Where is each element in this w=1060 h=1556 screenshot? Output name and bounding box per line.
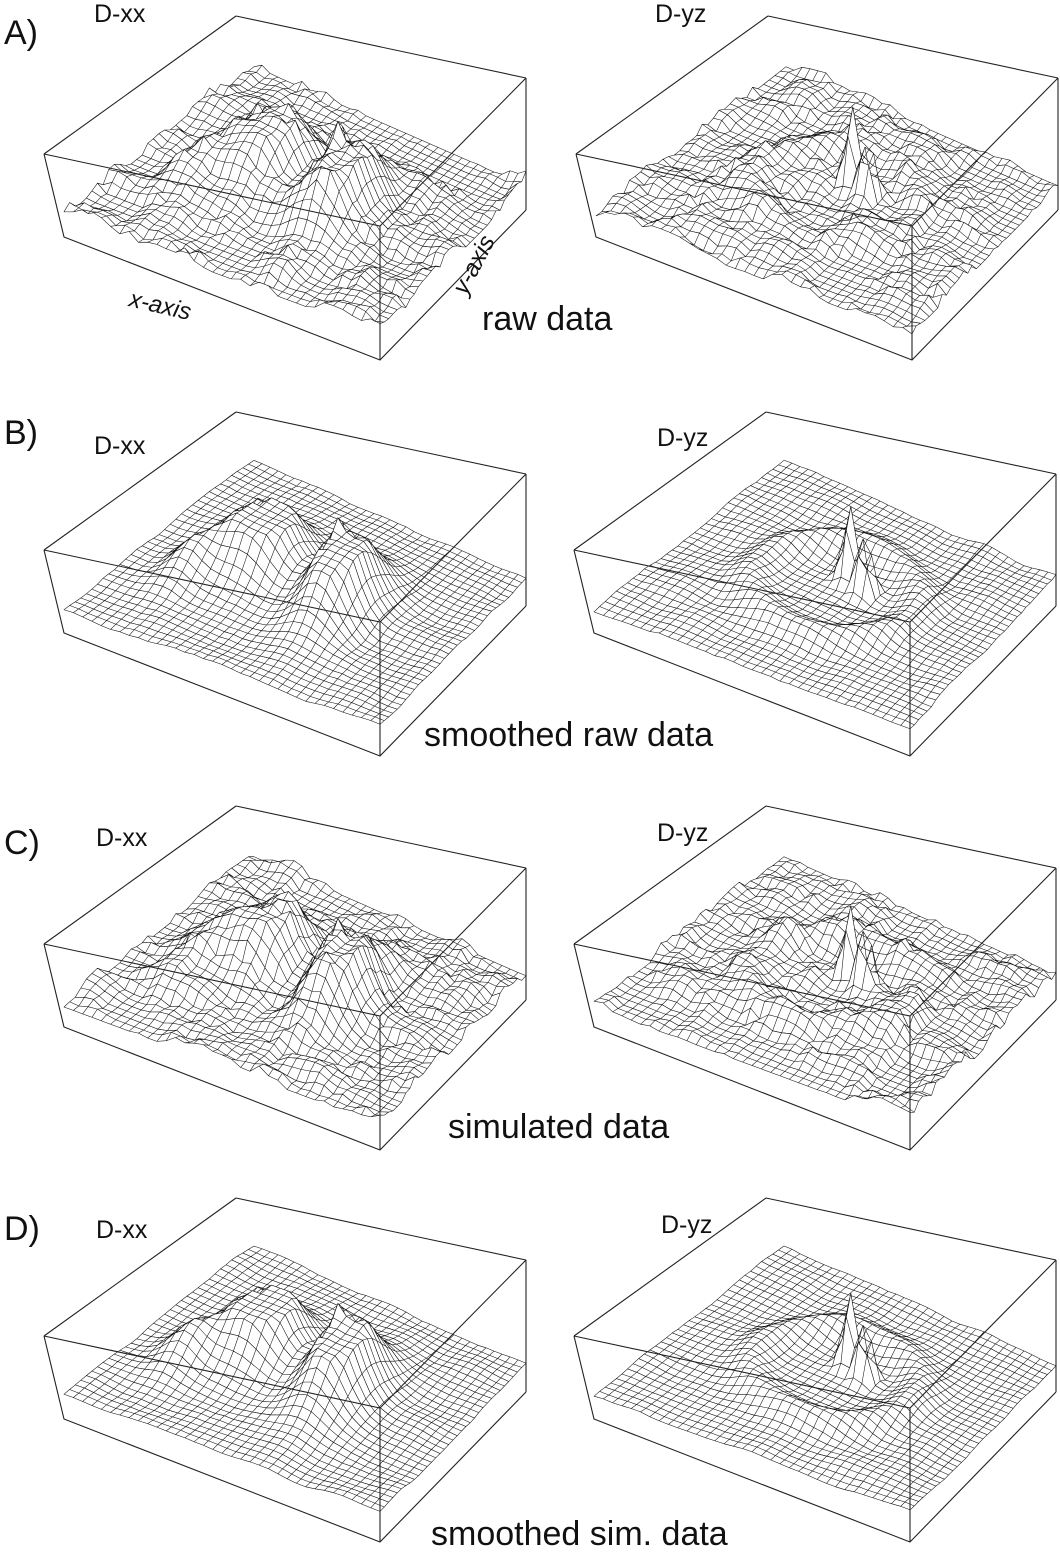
surface-plot-b-dyz — [573, 411, 1057, 757]
box-back-edges — [573, 411, 1057, 606]
wireframe-mesh — [593, 1245, 1057, 1511]
box-front-edges — [573, 1259, 1057, 1543]
panel-title-b-dyz: D-yz — [657, 424, 708, 452]
row-d — [43, 1197, 1057, 1543]
surface-plot-c-dyz — [573, 805, 1057, 1151]
panel-title-a-dyz: D-yz — [655, 0, 706, 28]
wireframe-mesh — [63, 460, 527, 725]
box-back-edges — [43, 411, 527, 606]
mesh-strip — [593, 993, 919, 1113]
box-back-edges — [43, 1197, 527, 1392]
box-back-edges — [575, 15, 1059, 210]
box-front-edges — [43, 77, 527, 361]
box-back-edges — [43, 805, 527, 1000]
surface-plot-d-dxx — [43, 1197, 527, 1543]
box-front-edges — [575, 77, 1059, 361]
caption-d: smoothed sim. data — [431, 1515, 728, 1553]
row-label-d: D) — [4, 1210, 40, 1248]
caption-b: smoothed raw data — [424, 716, 713, 754]
row-label-b: B) — [4, 414, 38, 452]
panel-title-b-dxx: D-xx — [94, 432, 146, 460]
box-back-edges — [573, 1197, 1057, 1392]
row-label-a: A) — [4, 14, 38, 52]
box-front-edges — [573, 867, 1057, 1151]
panel-title-d-dxx: D-xx — [96, 1216, 148, 1244]
panel-title-a-dxx: D-xx — [94, 0, 146, 28]
mesh-strip — [63, 202, 389, 324]
wireframe-mesh — [593, 856, 1057, 1113]
wireframe-mesh — [63, 856, 527, 1118]
mesh-strip — [593, 601, 919, 730]
surface-plot-a-dxx — [43, 15, 527, 361]
panel-title-c-dxx: D-xx — [96, 824, 148, 852]
box-front-edges — [43, 867, 527, 1151]
surface-plot-b-dxx — [43, 411, 527, 757]
wireframe-mesh — [595, 66, 1059, 335]
caption-a: raw data — [482, 300, 612, 338]
row-c — [43, 805, 1057, 1151]
mesh-strip — [63, 1384, 389, 1512]
box-back-edges — [573, 805, 1057, 1000]
wireframe-mesh — [63, 64, 527, 324]
box-back-edges — [43, 15, 527, 210]
box-front-edges — [43, 1259, 527, 1543]
mesh-strip — [595, 202, 921, 335]
row-b — [43, 411, 1057, 757]
row-a — [43, 15, 1059, 361]
panel-title-c-dyz: D-yz — [657, 819, 708, 847]
mesh-strip — [593, 1386, 919, 1511]
surface-plot-a-dyz — [575, 15, 1059, 361]
surface-plot-d-dyz — [573, 1197, 1057, 1543]
box-front-edges — [43, 473, 527, 757]
mesh-strip — [63, 997, 389, 1118]
surface-plot-c-dxx — [43, 805, 527, 1151]
panel-title-d-dyz: D-yz — [661, 1211, 712, 1239]
wireframe-mesh — [63, 1245, 527, 1512]
box-front-edges — [573, 473, 1057, 757]
row-label-c: C) — [4, 824, 40, 862]
x-axis-label: x-axis — [126, 285, 194, 326]
caption-c: simulated data — [448, 1108, 669, 1146]
mesh-strip — [63, 601, 389, 725]
wireframe-mesh — [593, 460, 1057, 730]
